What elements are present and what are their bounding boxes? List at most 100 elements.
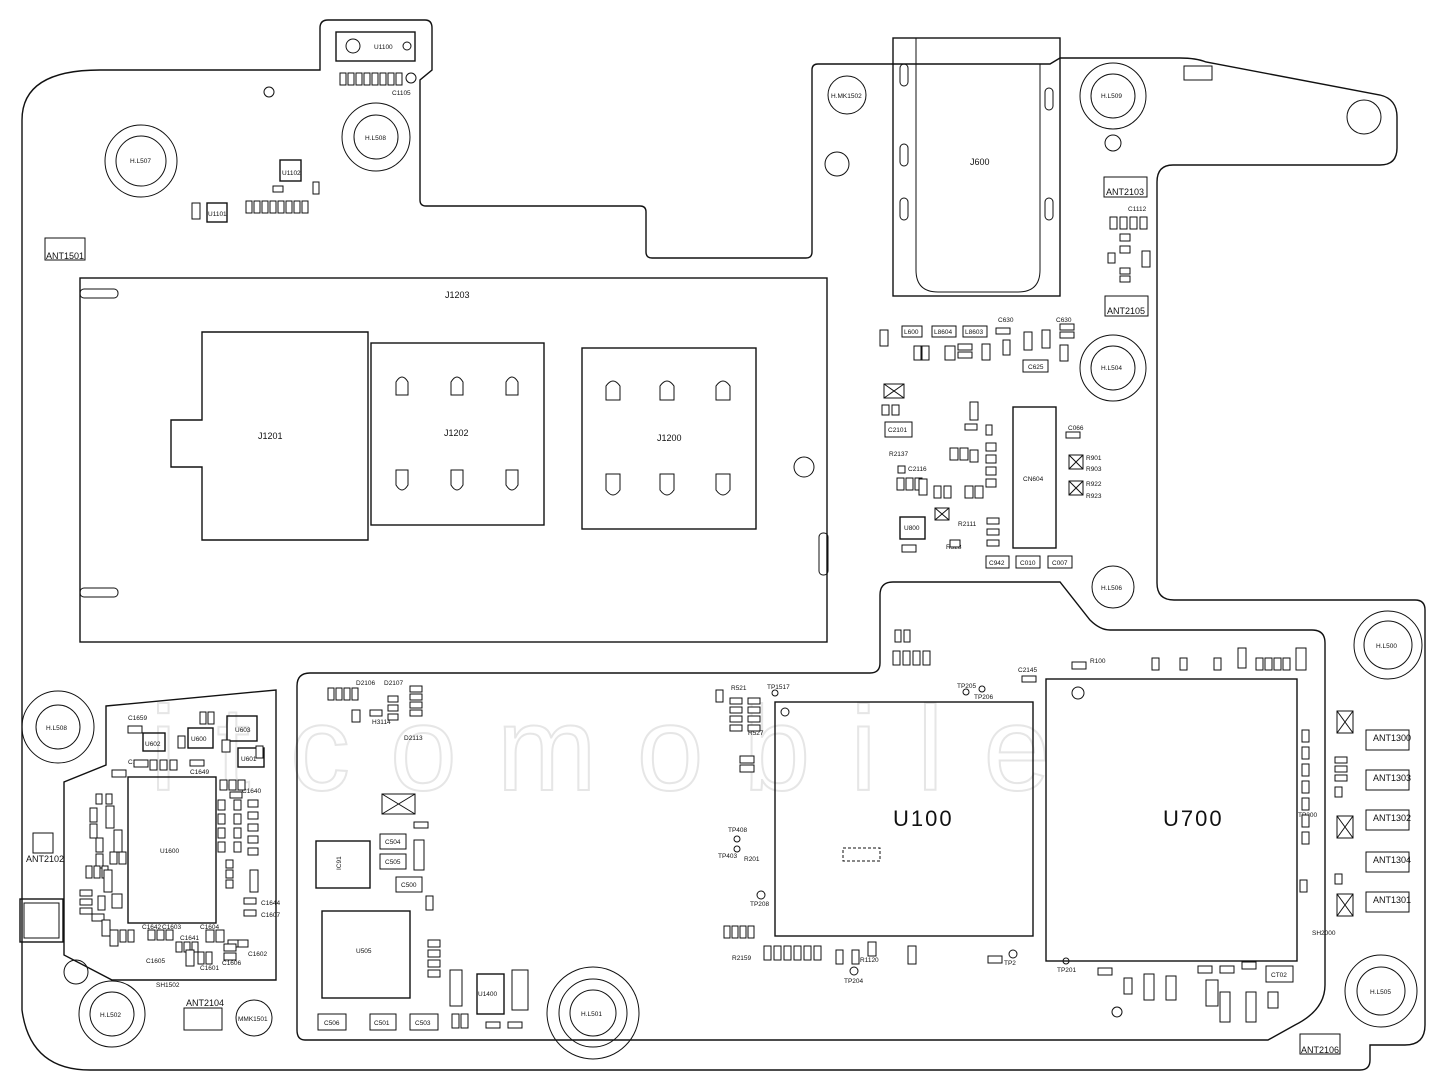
j600-label: J600 bbox=[970, 157, 990, 167]
j1203-slot-right bbox=[818, 532, 829, 576]
smd-pad bbox=[111, 893, 123, 909]
smd-pad bbox=[451, 1013, 460, 1029]
u1400-chip bbox=[476, 973, 505, 1015]
part-c625-label: C625 bbox=[1028, 364, 1044, 371]
u1102-chip bbox=[279, 159, 302, 182]
label-c1601: C1601 bbox=[200, 965, 220, 972]
smd-pad bbox=[1301, 797, 1310, 811]
smd-pad bbox=[409, 685, 423, 693]
label-h3114: H3114 bbox=[372, 719, 391, 726]
hole-small-6 bbox=[63, 959, 89, 985]
label-c1606: C1606 bbox=[222, 960, 242, 967]
smd-pad bbox=[747, 706, 761, 714]
smd-pad bbox=[1041, 329, 1051, 349]
smd-pad bbox=[301, 200, 309, 214]
smd-pad bbox=[247, 835, 259, 844]
smd-pad bbox=[293, 200, 301, 214]
antenna-ant1303: ANT1303 bbox=[1365, 769, 1411, 791]
smd-pad bbox=[949, 447, 959, 461]
smd-pad bbox=[1334, 756, 1348, 764]
smd-pad bbox=[511, 969, 529, 1011]
part-l8604: L8604 bbox=[931, 325, 957, 338]
u600-chip bbox=[187, 727, 214, 749]
smd-pad bbox=[747, 724, 761, 732]
smd-pad bbox=[369, 709, 383, 717]
part-c942: C942 bbox=[985, 555, 1010, 569]
smd-pad bbox=[905, 477, 914, 491]
u603-label: U603 bbox=[235, 727, 251, 734]
smd-pad bbox=[159, 759, 168, 771]
sh1502-label: SH1502 bbox=[156, 982, 180, 989]
hole-h1508a: H.L508 bbox=[341, 102, 411, 172]
smd-pad bbox=[101, 919, 111, 937]
hole-small-7 bbox=[1111, 1006, 1123, 1018]
smd-pad bbox=[1301, 814, 1310, 828]
u1100-chip bbox=[335, 31, 416, 62]
smd-pad bbox=[913, 345, 922, 361]
label-c1642: C1642 bbox=[142, 924, 162, 931]
hole-h1506-label: H.L506 bbox=[1101, 585, 1122, 592]
label-r1120: R1120 bbox=[860, 957, 879, 964]
part-c506: C506 bbox=[317, 1013, 347, 1031]
smd-pad bbox=[986, 528, 1000, 536]
smd-pad bbox=[1119, 233, 1131, 242]
smd-pad bbox=[205, 929, 215, 943]
smd-pad bbox=[339, 72, 347, 86]
smd-pad bbox=[981, 343, 991, 361]
antenna-ant2105-label: ANT2105 bbox=[1107, 306, 1145, 316]
watermark: itcomobile bbox=[150, 682, 1090, 816]
smd-pad bbox=[460, 1013, 469, 1029]
smd-pad bbox=[1264, 657, 1273, 671]
smd-pad bbox=[285, 200, 293, 214]
smd-pad bbox=[1139, 216, 1148, 230]
hole-h1507-label: H.L507 bbox=[130, 158, 151, 165]
part-c942-label: C942 bbox=[989, 560, 1005, 567]
hole-h1509-label: H.L509 bbox=[1101, 93, 1122, 100]
hole-h1508b: H.L508 bbox=[21, 690, 95, 764]
smd-pad bbox=[921, 345, 930, 361]
smd-pad bbox=[233, 813, 242, 825]
j1203-label: J1203 bbox=[445, 290, 470, 300]
smd-pad bbox=[105, 805, 115, 829]
smd-pad bbox=[964, 485, 974, 499]
smd-pad bbox=[207, 711, 215, 725]
smd-pad bbox=[969, 449, 979, 463]
smd-pad bbox=[228, 779, 237, 791]
smd-pad bbox=[903, 629, 911, 643]
smd-pad bbox=[327, 687, 335, 701]
u700-label: U700 bbox=[1163, 806, 1224, 831]
hole-small-2 bbox=[824, 151, 850, 177]
hole-small-1 bbox=[1346, 99, 1382, 135]
ic91-chip bbox=[315, 840, 371, 889]
smd-pad bbox=[355, 72, 363, 86]
u800-label: U800 bbox=[904, 525, 920, 532]
antenna-ant1304: ANT1304 bbox=[1365, 851, 1411, 873]
label-c1605: C1605 bbox=[146, 958, 166, 965]
label-d2113: D2113 bbox=[404, 735, 423, 742]
smd-pad bbox=[225, 859, 234, 869]
label-c1641: C1641 bbox=[180, 935, 200, 942]
u505-chip bbox=[321, 910, 411, 999]
testpoint-tp1517: TP1517 bbox=[767, 684, 790, 697]
antenna-ant1501-label: ANT1501 bbox=[46, 251, 84, 261]
part-c625: C625 bbox=[1022, 359, 1049, 373]
label-c1602: C1602 bbox=[248, 951, 268, 958]
smd-pad bbox=[205, 951, 213, 965]
smd-pad bbox=[425, 895, 434, 911]
hole-h1506: H.L506 bbox=[1091, 565, 1135, 609]
smd-pad bbox=[729, 724, 743, 732]
smd-pad bbox=[1107, 252, 1116, 264]
label-c1659: C1659 bbox=[128, 715, 148, 722]
smd-pad bbox=[813, 945, 822, 961]
smd-pad bbox=[79, 907, 93, 915]
antenna-ant1302-label: ANT1302 bbox=[1373, 813, 1411, 823]
smd-pad bbox=[1301, 746, 1310, 760]
hole-h1500-label: H.L500 bbox=[1376, 643, 1397, 650]
smd-pad bbox=[89, 823, 98, 839]
label-r2111: R2111 bbox=[958, 521, 977, 528]
label-c066: C066 bbox=[1068, 425, 1084, 432]
smd-pad bbox=[964, 423, 978, 431]
u1400-label: U1400 bbox=[478, 991, 498, 998]
smd-pad bbox=[995, 327, 1011, 335]
